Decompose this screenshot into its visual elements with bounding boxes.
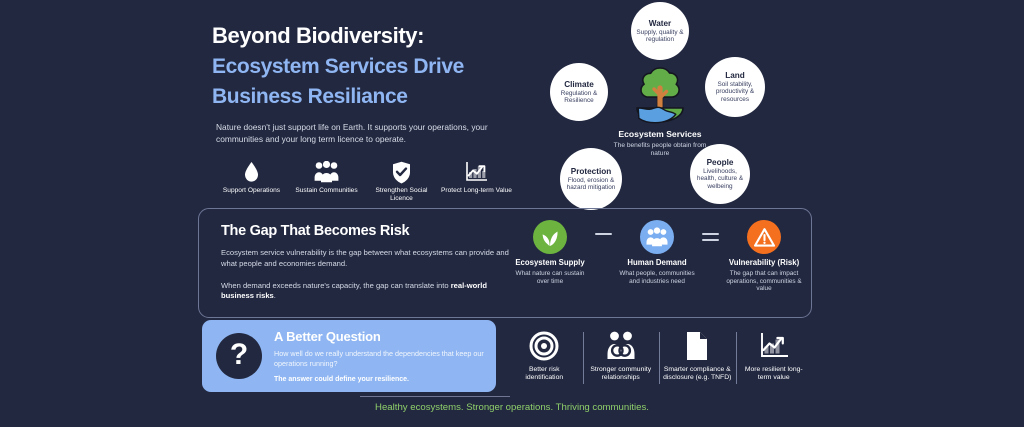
page-title: Beyond Biodiversity: — [212, 23, 425, 48]
node-desc: Livelihoods, health, culture & welbeing — [696, 167, 744, 190]
gap-p2-post: . — [273, 291, 276, 301]
node-title: Land — [725, 70, 745, 80]
benefits-row: Support Operations Sustain Communities — [214, 160, 514, 203]
gap-panel: The Gap That Becomes Risk Ecosystem serv… — [198, 208, 812, 318]
equation-term-demand: Human Demand What people, communities an… — [618, 220, 696, 285]
equation-term-desc: What nature can sustain over time — [515, 269, 585, 285]
equation-term-name: Human Demand — [627, 258, 687, 267]
outcome-item-community-relationships: Stronger community relationships — [582, 330, 660, 384]
better-question-prompt: How well do we really understand the dep… — [274, 348, 484, 368]
outcome-item-compliance-disclosure: Smarter compliance & disclosure (e.g. TN… — [659, 330, 736, 384]
benefit-item-social-licence: Strengthen Social Licence — [364, 160, 439, 203]
outcome-label: Smarter compliance & disclosure (e.g. TN… — [663, 366, 732, 382]
ecosystem-services-diagram: Water Supply, quality & regulation Land … — [525, 0, 825, 210]
benefit-item-sustain-communities: Sustain Communities — [289, 160, 364, 203]
people-icon — [640, 220, 674, 254]
gap-paragraph-2: When demand exceeds nature's capacity, t… — [221, 281, 511, 303]
gap-p2-pre: When demand exceeds nature's capacity, t… — [221, 280, 451, 290]
benefit-label: Strengthen Social Licence — [375, 187, 428, 203]
diagram-node-climate: Climate Regulation & Resilience — [550, 63, 608, 121]
page-subtitle-line1: Ecosystem Services Drive — [212, 54, 464, 78]
people-group-icon — [289, 160, 364, 184]
minus-operator-icon — [589, 220, 618, 235]
node-title: Climate — [564, 79, 594, 89]
gap-title: The Gap That Becomes Risk — [221, 223, 410, 239]
diagram-node-water: Water Supply, quality & regulation — [631, 2, 689, 60]
equation-term-vulnerability: Vulnerability (Risk) The gap that can im… — [725, 220, 803, 293]
footer-tagline: Healthy ecosystems. Stronger operations.… — [375, 402, 649, 413]
linked-people-icon — [587, 330, 656, 362]
gap-text-block: The Gap That Becomes Risk Ecosystem serv… — [221, 223, 511, 302]
node-title: Protection — [570, 166, 612, 176]
question-mark-icon: ? — [216, 333, 262, 379]
equation-term-name: Vulnerability (Risk) — [728, 258, 800, 267]
gap-p2-bold: real-world business risks — [221, 280, 487, 301]
node-title: Water — [648, 18, 672, 28]
warning-icon — [747, 220, 781, 254]
better-question-text: A Better Question How well do we really … — [274, 329, 486, 383]
outcome-item-risk-identification: Better risk identification — [506, 330, 583, 383]
diagram-node-people: People Livelihoods, health, culture & we… — [690, 144, 750, 204]
diagram-center-label: Ecosystem Services The benefits people o… — [605, 129, 715, 157]
page-subtitle-line2: Business Resiliance — [212, 85, 408, 109]
better-question-box: ? A Better Question How well do we reall… — [202, 320, 496, 392]
shield-check-icon — [364, 160, 439, 184]
center-title: Ecosystem Services — [618, 129, 702, 139]
node-desc: Regulation & Resilience — [560, 89, 598, 104]
outcome-label: Better risk identification — [525, 366, 564, 382]
equation-term-desc: The gap that can impact operations, comm… — [726, 269, 802, 293]
node-desc: Flood, erosion & hazard mitigation — [566, 176, 616, 191]
equation-term-name: Ecosystem Supply — [515, 258, 585, 267]
growth-chart-icon — [740, 330, 809, 362]
outcome-label: Stronger community relationships — [590, 366, 652, 382]
outcome-item-long-term-value: More resilient long-term value — [735, 330, 813, 384]
benefit-item-support-operations: Support Operations — [214, 160, 289, 203]
node-desc: Supply, quality & regulation — [636, 28, 684, 43]
benefit-label: Sustain Communities — [295, 187, 358, 194]
question-mark-glyph: ? — [229, 338, 249, 371]
better-question-answer: The answer could define your resilience. — [274, 376, 409, 384]
outcome-label: More resilient long-term value — [744, 366, 803, 382]
intro-paragraph: Nature doesn't just support life on Eart… — [216, 122, 488, 145]
diagram-node-land: Land Soil stability, productivity & reso… — [705, 57, 765, 117]
outcomes-row: Better risk identification Stronger comm… — [506, 330, 813, 384]
document-icon — [663, 330, 732, 362]
equation-term-desc: What people, communities and industries … — [619, 269, 695, 285]
growth-chart-icon — [439, 160, 514, 184]
leaf-icon — [533, 220, 567, 254]
benefit-label: Protect Long-term Value — [441, 187, 512, 194]
target-icon — [510, 330, 579, 362]
water-drop-icon — [214, 160, 289, 184]
equals-operator-icon — [696, 220, 725, 241]
tree-landscape-icon — [630, 64, 690, 126]
node-desc: Soil stability, productivity & resources — [715, 80, 755, 103]
headline-block: Beyond Biodiversity: Ecosystem Services … — [212, 23, 512, 146]
benefit-item-long-term-value: Protect Long-term Value — [439, 160, 514, 203]
footer-divider — [360, 396, 510, 397]
benefit-label: Support Operations — [222, 187, 281, 194]
diagram-node-protection: Protection Flood, erosion & hazard mitig… — [560, 148, 622, 210]
gap-paragraph-1: Ecosystem service vulnerability is the g… — [221, 248, 509, 268]
better-question-title: A Better Question — [274, 328, 381, 344]
vulnerability-equation: Ecosystem Supply What nature can sustain… — [511, 220, 807, 293]
node-title: People — [706, 157, 734, 167]
equation-term-supply: Ecosystem Supply What nature can sustain… — [511, 220, 589, 285]
center-desc: The benefits people obtain from nature — [613, 141, 707, 157]
